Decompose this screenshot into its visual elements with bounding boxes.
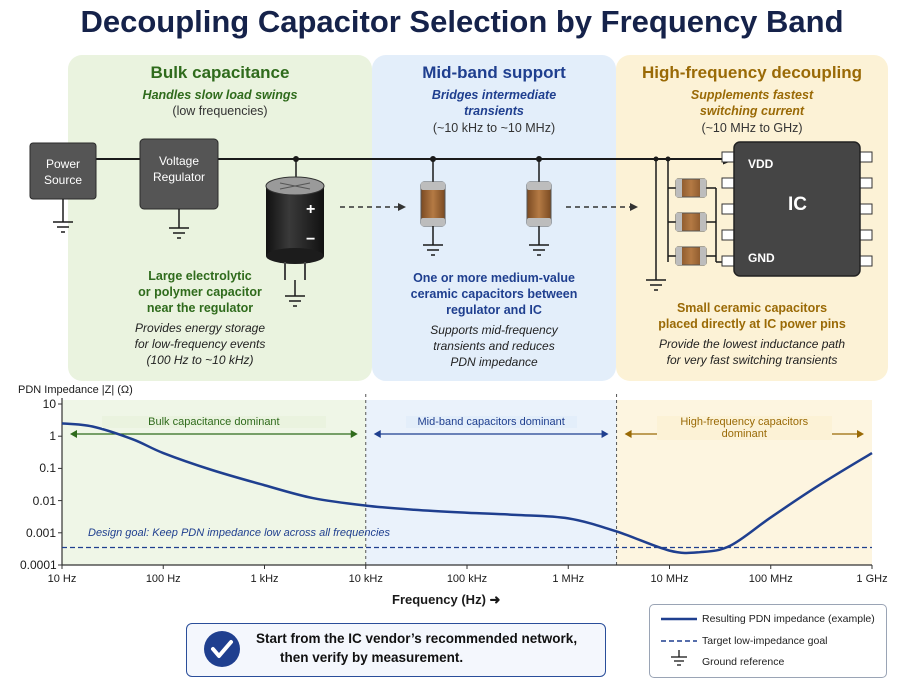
ic-chip-icon [721,141,873,277]
high-subtitle-1: Supplements fastest [690,88,814,102]
ceramic-capacitor-icon [675,212,707,232]
target-goal-label: Design goal: Keep PDN impedance low acro… [88,527,391,539]
bulk-desc-2: or polymer capacitor [138,285,262,299]
tip-line-2: then verify by measurement. [280,650,464,665]
electrolytic-capacitor-icon: + − [265,156,325,296]
page-title: Decoupling Capacitor Selection by Freque… [80,4,844,39]
high-note-1: Provide the lowest inductance path [658,337,846,351]
mid-title: Mid-band support [422,63,566,82]
ceramic-capacitor-icon [420,156,446,245]
mid-note-3: PDN impedance [450,355,538,369]
ic-vdd-label: VDD [748,157,774,171]
high-desc-1: Small ceramic capacitors [676,301,828,315]
mid-subtitle-2: transients [464,104,524,118]
ceramic-capacitor-icon [675,246,707,266]
mid-note-1: Supports mid-frequency [430,323,558,337]
high-title: High-frequency decoupling [641,63,863,82]
ground-icon [671,650,687,666]
mid-subtitle-1: Bridges intermediate [431,88,557,102]
x-tick-label: 1 kHz [250,573,279,585]
bulk-note-2: for low-frequency events [134,337,266,351]
high-desc-2: placed directly at IC power pins [658,317,846,331]
ground-icon [53,221,73,233]
bulk-note-1: Provides energy storage [134,321,266,335]
checkmark-icon [204,631,240,667]
ceramic-capacitor-icon [675,178,707,198]
region-arrow-head [601,430,609,438]
chart-x-axis-label: Frequency (Hz) ➜ [392,592,500,608]
legend-ground-label: Ground reference [702,656,785,668]
mid-band-panel [372,55,616,381]
bulk-desc-3: near the regulator [146,301,254,315]
circuit-diagram: + − [29,138,873,307]
ground-icon [646,279,666,291]
region-arrow-head [350,430,358,438]
region-arrow-head [373,430,381,438]
region-label-1: Mid-band capacitors dominant [405,416,577,428]
y-tick-label: 1 [49,429,56,444]
y-tick-label: 0.01 [32,493,56,508]
bulk-title: Bulk capacitance [150,63,290,82]
x-tick-label: 10 Hz [47,573,77,585]
tip-box [186,623,606,677]
arrow-right-icon: ➜ [489,592,501,607]
ground-icon [169,227,189,239]
mid-note-2: transients and reduces [433,339,555,353]
ic-gnd-label: GND [748,251,775,265]
regulator-label-2: Regulator [152,170,206,184]
x-tick-label: 100 MHz [748,573,793,585]
regulator-label-1: Voltage [158,154,200,168]
ground-icon [285,295,305,307]
legend-impedance-label: Resulting PDN impedance (example) [702,613,875,625]
hf-capacitor-network [655,159,732,280]
tip-line-1: Start from the IC vendor’s recommended n… [256,631,578,646]
y-tick-label: 0.001 [25,525,56,540]
mid-desc-1: One or more medium-value [413,271,575,285]
tip-text: Start from the IC vendor’s recommended n… [256,629,606,667]
y-tick-label: 0.0001 [20,558,57,572]
high-subtitle-2: switching current [699,104,805,118]
x-tick-label: 1 GHz [856,573,888,585]
region-arrow-head [70,430,77,438]
chart-y-axis-label: PDN Impedance |Z| (Ω) [18,384,133,396]
bulk-note-3: (100 Hz to ~10 kHz) [146,353,254,367]
power-source-label-2: Source [43,173,83,187]
x-tick-label: 100 kHz [446,573,488,585]
mid-range: (~10 kHz to ~10 MHz) [432,121,556,135]
bulk-desc-1: Large electrolytic [148,269,252,283]
x-tick-label: 10 MHz [650,573,689,585]
region-arrow-head [857,430,864,438]
ground-icon [529,244,549,256]
high-note-2: for very fast switching transients [666,353,838,367]
y-tick-label: 0.1 [39,461,56,476]
svg-text:+: + [306,201,315,218]
x-tick-label: 100 Hz [145,573,181,585]
ground-icon [423,244,443,256]
bulk-range: (low frequencies) [172,104,268,118]
bulk-subtitle: Handles slow load swings [142,88,298,102]
region-label-2: High-frequency capacitors dominant [656,416,832,440]
mid-desc-2: ceramic capacitors between [410,287,578,301]
ceramic-capacitor-icon [526,156,552,245]
y-tick-label: 10 [42,397,56,411]
ic-name-label: IC [788,194,807,215]
power-source-label-1: Power [45,157,80,171]
legend-target-label: Target low-impedance goal [702,635,828,647]
high-range: (~10 MHz to GHz) [701,121,803,135]
x-axis-label-text: Frequency (Hz) [392,592,486,607]
svg-text:−: − [306,231,315,248]
legend-swatches [661,617,697,666]
x-tick-label: 10 kHz [348,573,383,585]
mid-desc-3: regulator and IC [446,303,542,317]
x-tick-label: 1 MHz [552,573,585,585]
region-label-0: Bulk capacitance dominant [102,416,326,428]
region-arrow-head [624,430,632,438]
